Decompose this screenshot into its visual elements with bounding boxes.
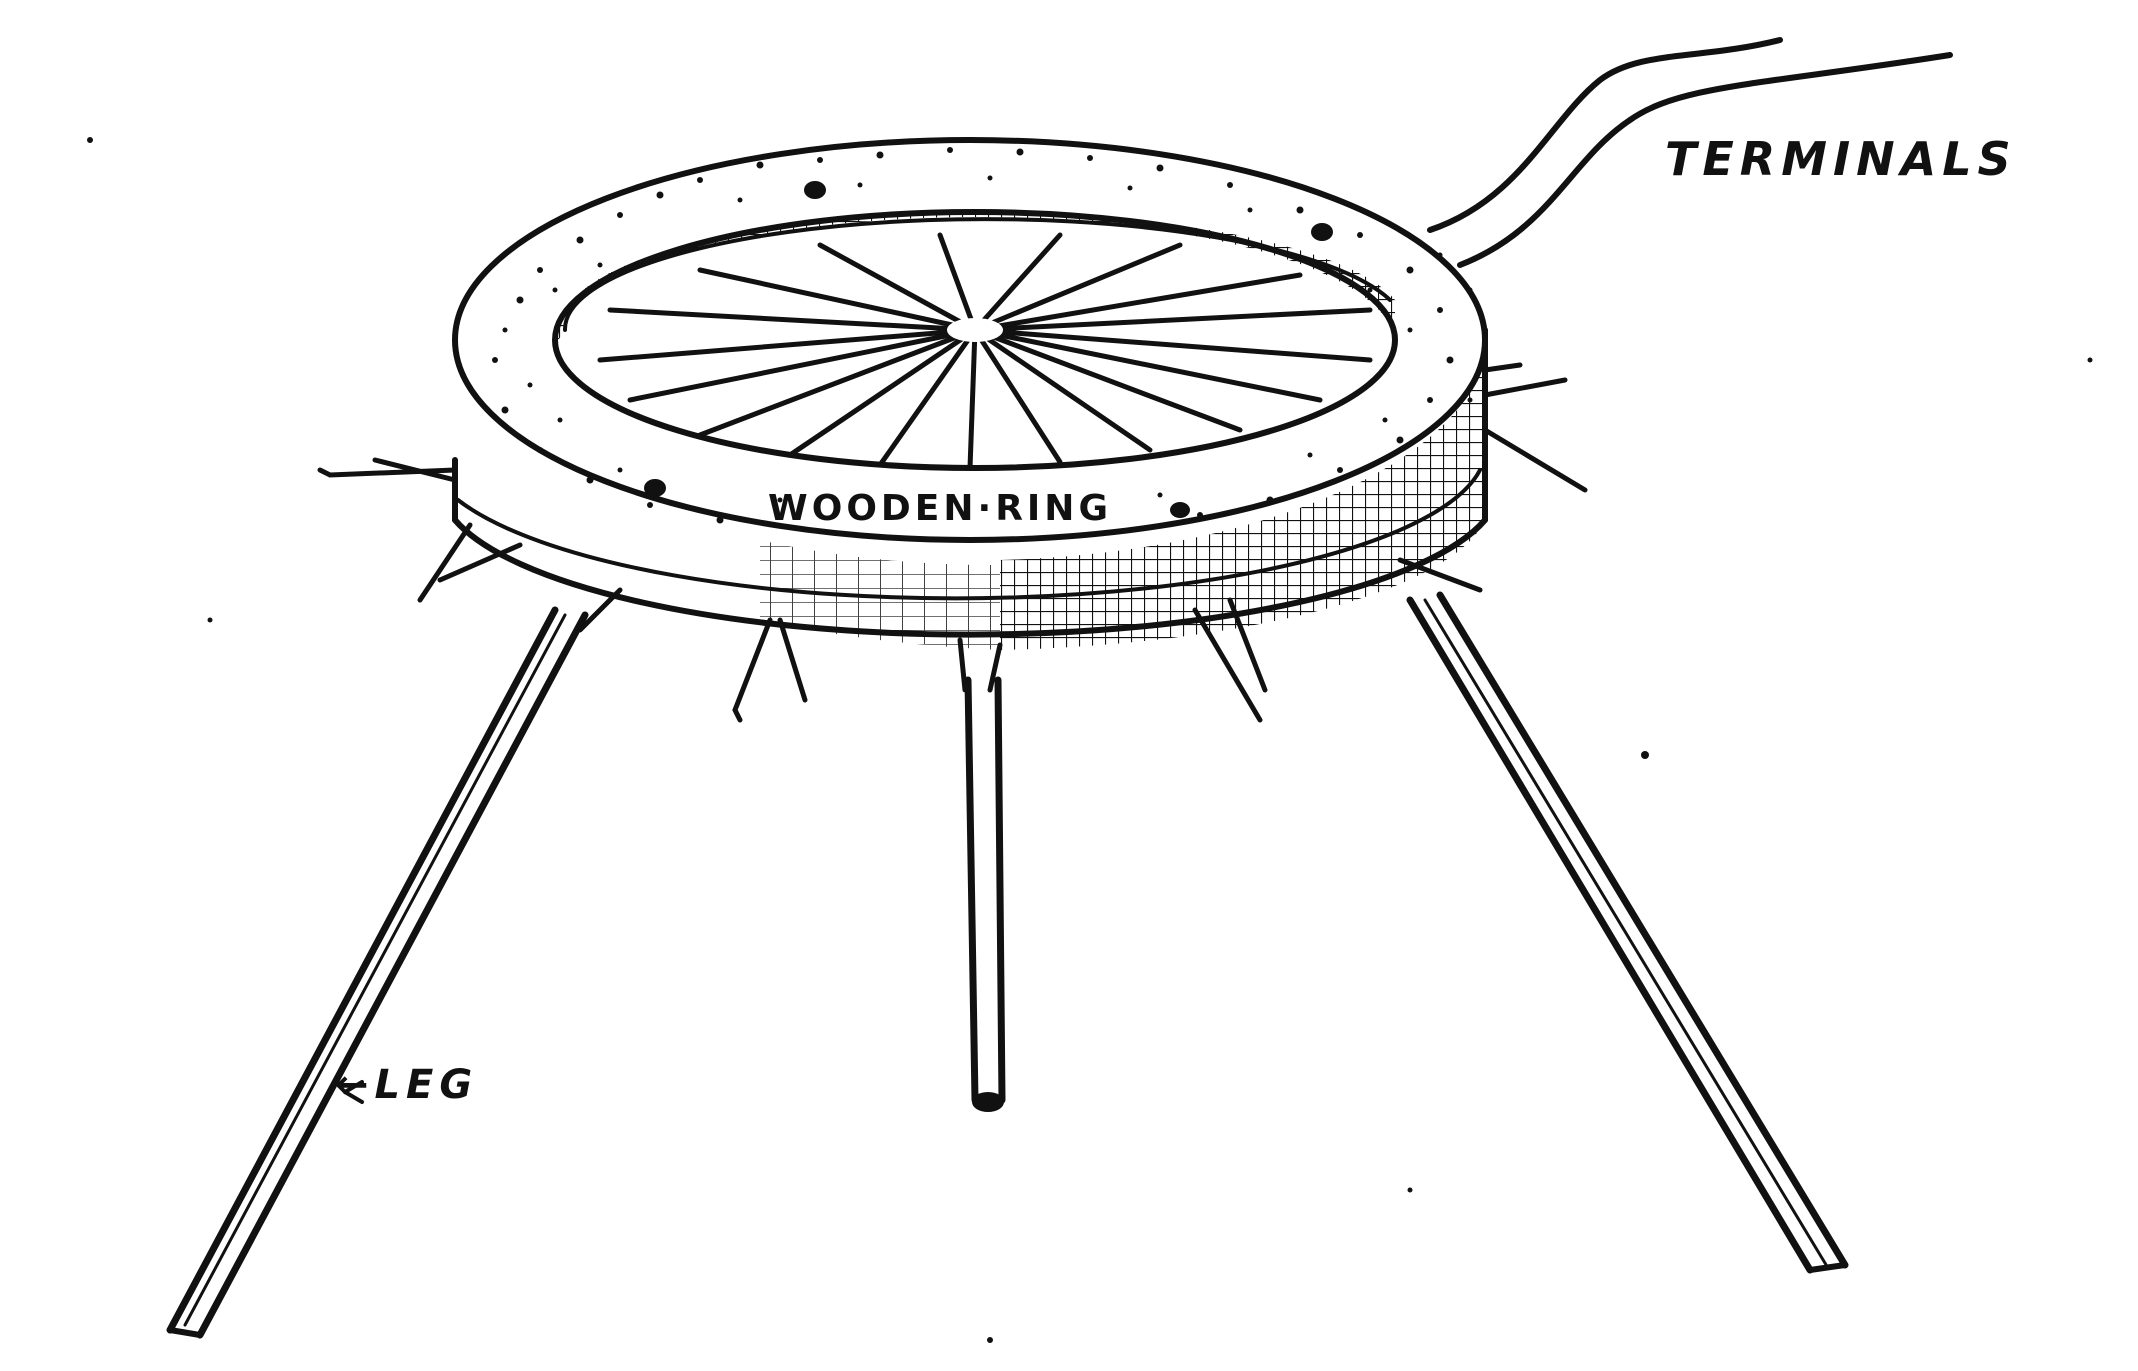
ring-top	[452, 130, 1488, 543]
leg-label: ←LEG	[335, 1062, 479, 1108]
terminal-wires	[1427, 37, 1953, 268]
leg-arrow	[343, 1080, 364, 1104]
left-leg	[166, 606, 589, 1339]
center-leg	[964, 676, 1006, 1112]
wooden-ring-label: WOODEN·RING	[768, 488, 1112, 529]
terminals-label: TERMINALS	[1665, 132, 2017, 186]
paper-specks	[87, 137, 2093, 1343]
right-leg	[1406, 591, 1849, 1274]
spokes	[597, 232, 1373, 471]
wire-ends	[317, 362, 1588, 723]
ring-side	[452, 327, 1488, 650]
inner-coil	[555, 212, 1395, 471]
legs	[166, 591, 1849, 1339]
